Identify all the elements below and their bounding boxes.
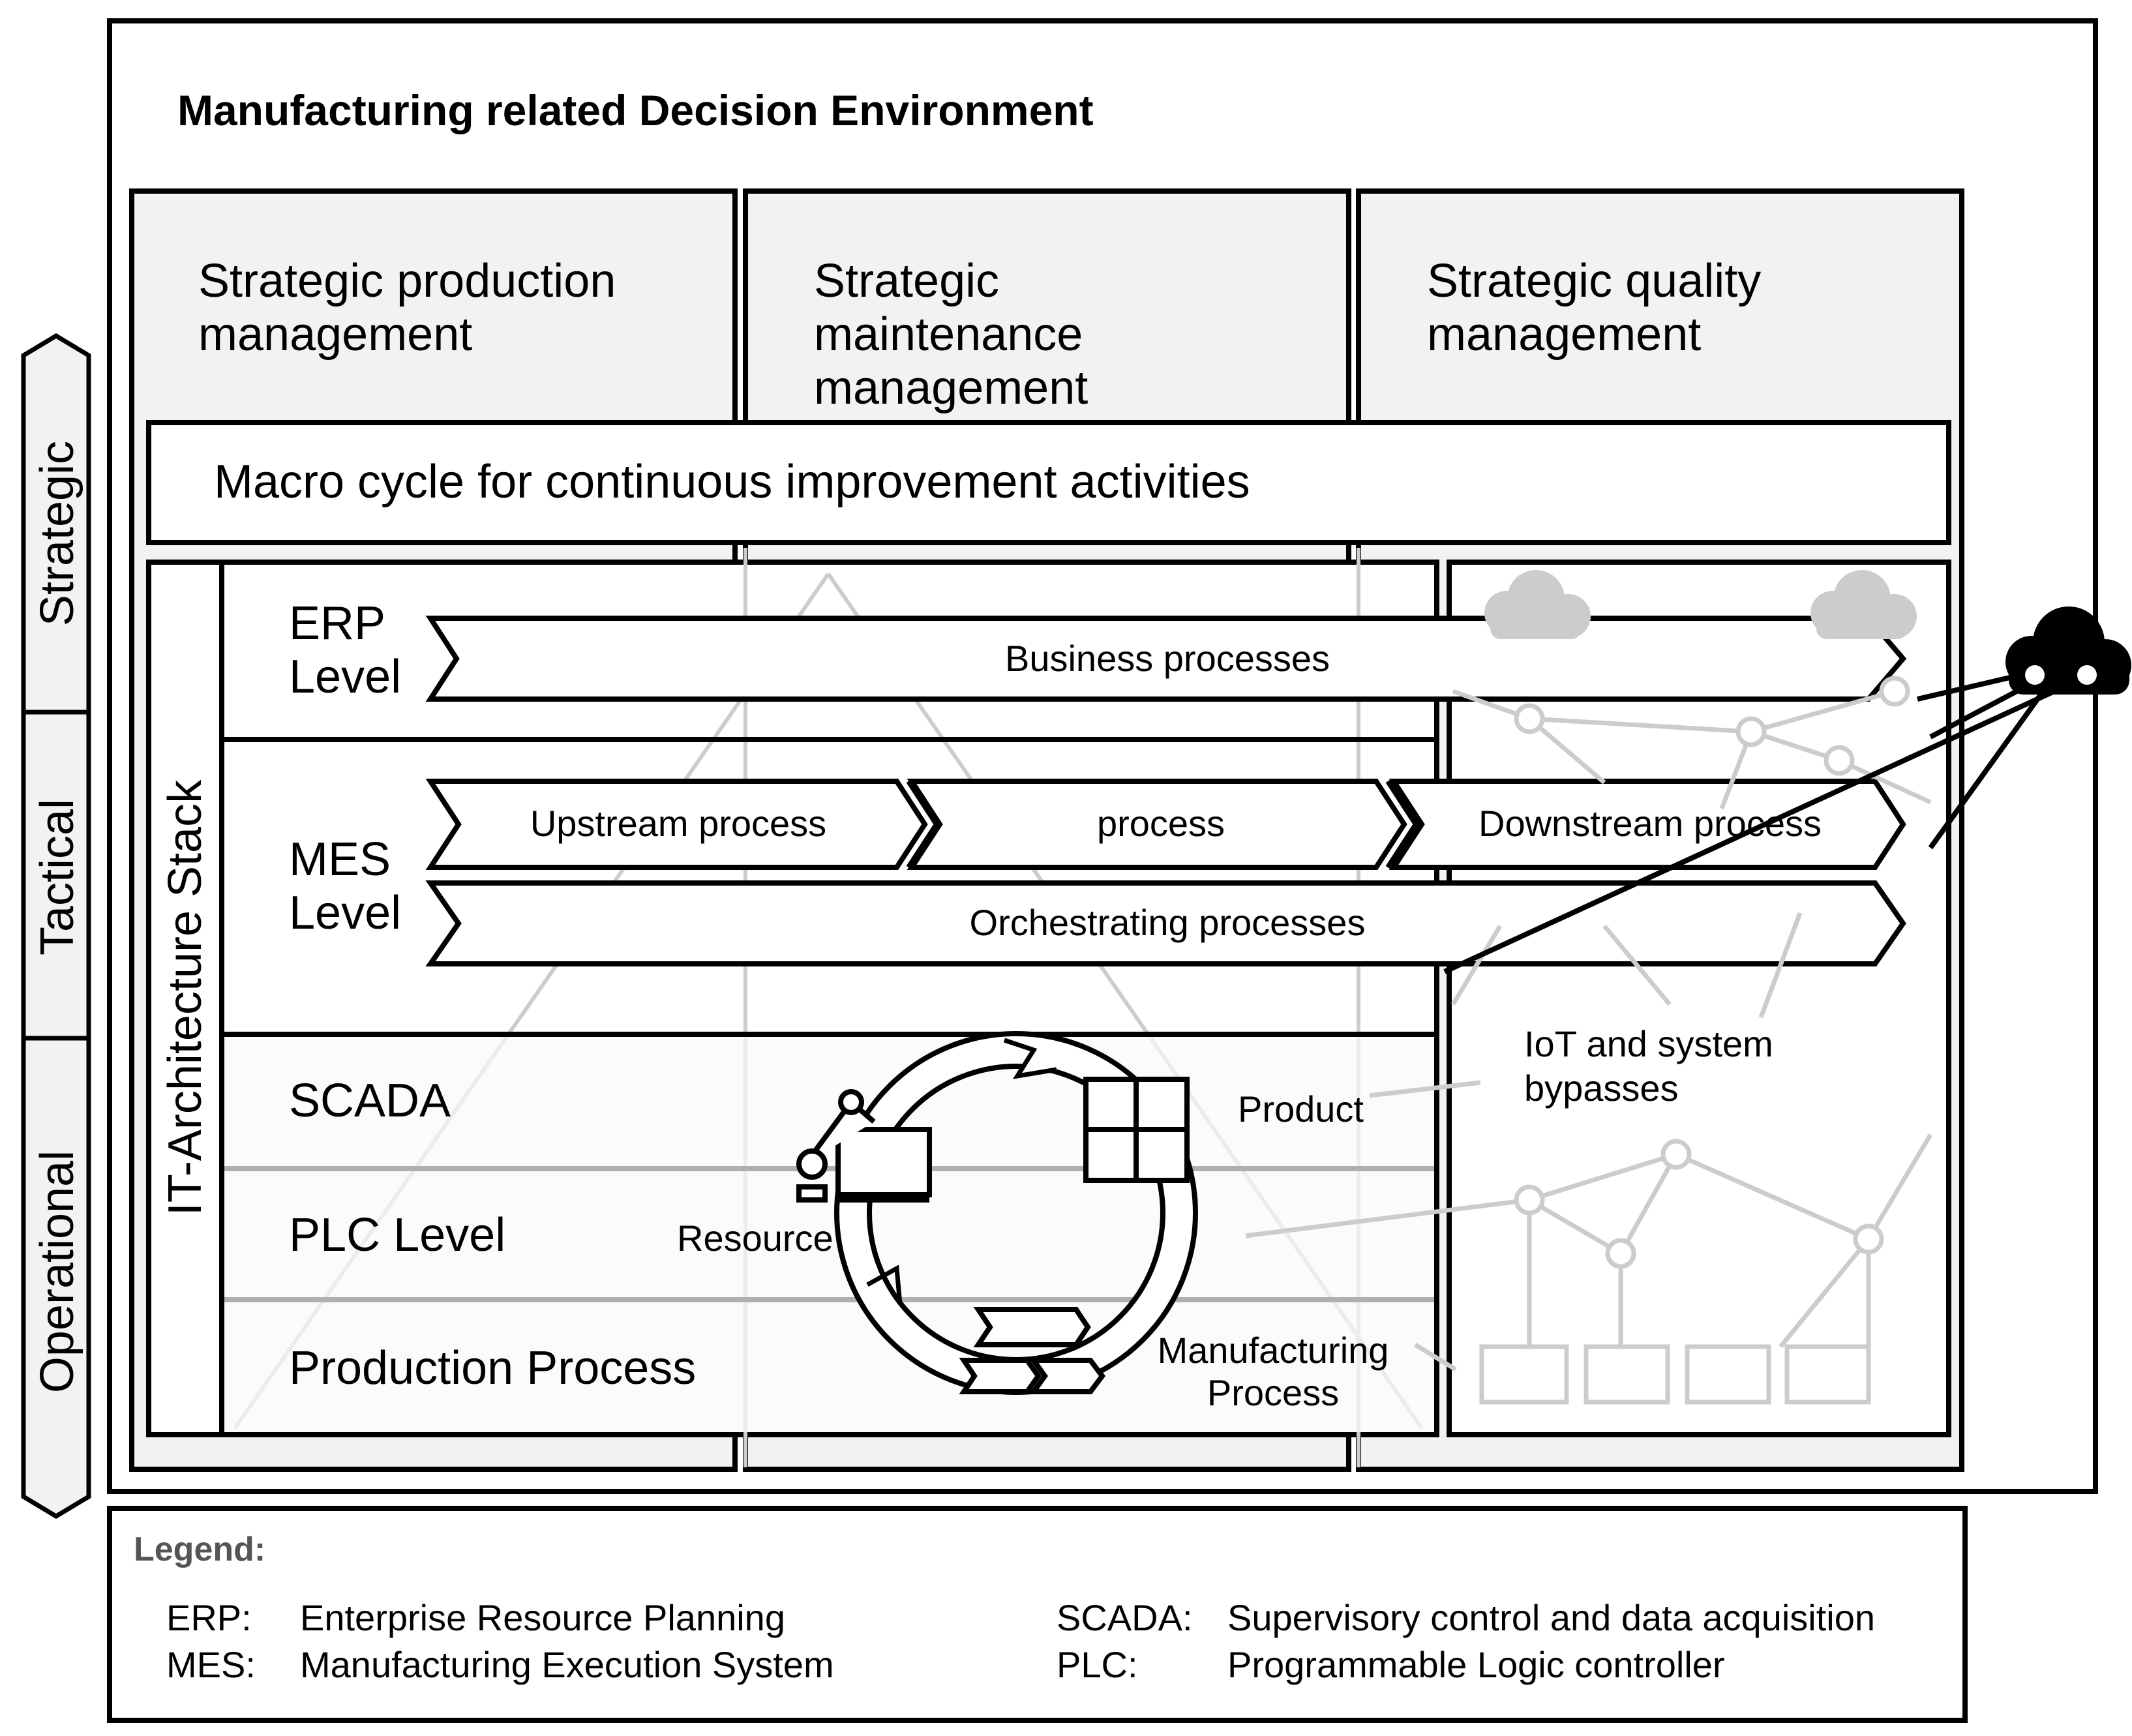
orchestrating-process-label: Orchestrating processes — [970, 902, 1366, 943]
diagram-title: Manufacturing related Decision Environme… — [177, 86, 1094, 134]
field-device-3 — [1685, 1344, 1771, 1405]
plc-level-label: PLC Level — [289, 1209, 505, 1261]
legend-abbr-mes: MES: — [166, 1644, 256, 1685]
legend-text-erp: Enterprise Resource Planning — [300, 1597, 785, 1638]
legend-text-scada: Supervisory control and data acquisition — [1227, 1597, 1875, 1638]
column-production-label-1: Strategic production — [198, 255, 616, 307]
column-quality-label-1: Strategic quality — [1427, 255, 1761, 307]
cycle-bottom-chevron-2 — [959, 1358, 1042, 1394]
network-node-icon — [1514, 676, 1910, 1269]
legend-box — [107, 1506, 1968, 1723]
decision-level-arrow: Strategic Tactical Operational — [21, 333, 91, 1519]
orchestrating-process-chevron — [425, 880, 1906, 966]
macro-cycle-label: Macro cycle for continuous improvement a… — [214, 456, 1250, 508]
product-grid-icon — [1083, 1077, 1190, 1183]
business-process-label: Business processes — [1005, 638, 1330, 679]
level-strategic: Strategic — [31, 441, 83, 626]
erp-level-label-2: Level — [289, 651, 401, 703]
production-cycle — [796, 1031, 1198, 1395]
process-chevrons: Business processes Upstream process proc… — [425, 616, 1907, 966]
lower-levels-fill — [224, 1037, 1434, 1432]
mes-level-label-2: Level — [289, 887, 401, 939]
mes-level-label-1: MES — [289, 833, 391, 886]
process-chevron — [907, 779, 1407, 870]
upstream-process-chevron — [425, 779, 928, 870]
process-chevron-shadow — [1385, 779, 1419, 869]
legend-abbr-scada: SCADA: — [1057, 1597, 1193, 1638]
scada-level-label: SCADA — [289, 1075, 451, 1127]
resource-label: Resource — [677, 1218, 833, 1259]
it-stack-label: IT-Architecture Stack — [159, 779, 211, 1216]
level-tactical: Tactical — [31, 799, 83, 955]
legend-abbr-erp: ERP: — [166, 1597, 252, 1638]
iot-label-1: IoT and system — [1524, 1023, 1773, 1064]
upstream-process-label: Upstream process — [530, 803, 826, 844]
cycle-bottom-chevron-3 — [1028, 1358, 1105, 1394]
legend-title: Legend: — [134, 1531, 265, 1568]
column-maintenance-label-2: maintenance — [814, 308, 1083, 361]
macro-cycle-band — [146, 420, 1951, 545]
product-label: Product — [1238, 1088, 1364, 1130]
cycle-bottom-chevron — [973, 1307, 1091, 1347]
column-maintenance-label-1: Strategic — [814, 255, 999, 307]
column-maintenance-label-3: management — [814, 362, 1088, 414]
field-device-4 — [1784, 1344, 1871, 1405]
cloud-icon — [1484, 570, 1917, 639]
iot-label-2: bypasses — [1524, 1068, 1679, 1109]
manufacturing-label-2: Process — [1207, 1372, 1339, 1413]
column-quality-label-2: management — [1427, 308, 1701, 361]
manufacturing-label-1: Manufacturing — [1158, 1330, 1389, 1371]
legend-text-plc: Programmable Logic controller — [1227, 1644, 1725, 1685]
downstream-process-chevron — [1389, 779, 1906, 870]
field-device-2 — [1584, 1344, 1670, 1405]
cloud-icon — [2005, 606, 2131, 695]
iot-network — [1245, 676, 1933, 1405]
erp-level-label-1: ERP — [289, 597, 385, 650]
level-operational: Operational — [31, 1150, 83, 1393]
legend-text-mes: Manufacturing Execution System — [300, 1644, 834, 1685]
upstream-process-chevron-shadow — [906, 779, 940, 869]
robot-arm-icon — [796, 1089, 932, 1203]
production-level-label: Production Process — [289, 1342, 696, 1394]
process-label: process — [1097, 803, 1225, 844]
cloud-connections — [1443, 669, 2056, 974]
field-device-1 — [1479, 1344, 1569, 1405]
column-production-label-2: management — [198, 308, 472, 361]
legend-abbr-plc: PLC: — [1057, 1644, 1138, 1685]
